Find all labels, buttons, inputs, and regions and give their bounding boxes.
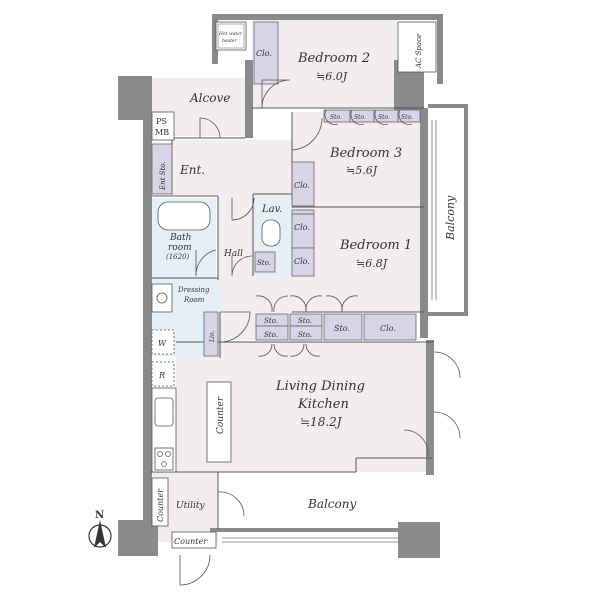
bath-label-2: room — [168, 243, 192, 253]
clo-label: Clo. — [294, 181, 310, 190]
bedroom3-closet — [291, 161, 315, 207]
island-counter — [206, 381, 232, 463]
bathtub — [157, 201, 211, 231]
sto-label: Sto. — [264, 331, 278, 339]
utility-label: Utility — [176, 501, 205, 511]
toilet — [261, 219, 281, 247]
ac-space-label: AC Space — [415, 34, 423, 69]
ac-space-box — [397, 21, 437, 73]
entrance-storage — [151, 143, 173, 195]
sto-label: Sto. — [401, 114, 413, 121]
lavatory-storage — [254, 251, 276, 273]
entry-counter — [171, 531, 217, 549]
compass-north-label: N — [95, 510, 104, 521]
sto-label: Sto. — [298, 331, 312, 339]
kitchen-sink — [154, 397, 174, 427]
clo-label: Clo. — [294, 257, 310, 266]
washer-space — [151, 329, 175, 355]
wash-basin — [151, 283, 173, 313]
clo-label: Clo. — [294, 223, 310, 232]
sto-label: Sto. — [330, 114, 342, 121]
bath-label-3: (1620) — [166, 253, 190, 261]
sto-label: Sto. — [257, 259, 271, 267]
bedroom1-closet-lower — [291, 247, 315, 277]
washer-label: W — [158, 339, 167, 348]
hall-storage-4 — [289, 325, 323, 341]
lavatory-label: Lav. — [261, 204, 282, 215]
sto-label: Sto. — [354, 114, 366, 121]
bedroom2-closet — [253, 21, 279, 85]
bedroom2-label: Bedroom 2 — [297, 51, 370, 66]
sto-label: Sto. — [298, 317, 312, 325]
ent-storage-label: Ent Sto. — [159, 161, 167, 191]
dressing-label-1: Dressing — [177, 286, 210, 294]
hall-label: Hall — [223, 249, 243, 259]
hot-water-heater-box — [215, 21, 247, 51]
fridge-label: R — [158, 371, 165, 380]
bedroom3-label: Bedroom 3 — [329, 146, 402, 161]
sto-label: Sto. — [378, 114, 390, 121]
bedroom3-storage-4 — [397, 109, 421, 123]
entrance-label: Ent. — [179, 163, 205, 177]
hall-storage-5 — [323, 313, 363, 341]
ldk-size: ≒18.2J — [300, 415, 343, 429]
linen-storage — [203, 311, 219, 357]
bedroom2-size: ≒6.0J — [316, 70, 348, 83]
utility-counter — [151, 477, 169, 527]
balcony-south-floor — [220, 472, 432, 530]
bedroom1-label: Bedroom 1 — [339, 238, 412, 253]
bedroom3-size: ≒5.6J — [346, 164, 378, 177]
hot-water-label-2: heater — [222, 38, 238, 44]
bath-label-1: Bath — [169, 233, 191, 243]
compass-icon: N — [88, 510, 112, 548]
bedroom1-closet-south — [363, 313, 417, 341]
clo-label: Clo. — [256, 49, 272, 58]
fridge-space — [151, 361, 175, 387]
entrance-floor — [172, 140, 220, 195]
mb-label: MB — [155, 128, 169, 137]
clo-label: Clo. — [380, 324, 396, 333]
sto-label: Sto. — [264, 317, 278, 325]
balcony-east-label: Balcony — [444, 195, 457, 241]
entry-counter-label: Counter — [174, 537, 208, 546]
lin-label: Lin. — [209, 330, 216, 343]
exterior-walls — [118, 14, 468, 558]
interior-walls — [150, 107, 434, 543]
hall-storage-2 — [255, 325, 289, 341]
ps-label: PS — [156, 117, 167, 126]
balcony-south-label: Balcony — [307, 497, 356, 511]
ldk-label-line2: Kitchen — [297, 397, 349, 412]
sto-label: Sto. — [334, 324, 350, 333]
bedroom1-size: ≒6.8J — [356, 257, 388, 270]
stove — [154, 447, 174, 471]
kitchen-counter — [151, 387, 177, 473]
alcove-label: Alcove — [189, 91, 230, 105]
hot-water-label-1: Hot water — [218, 31, 243, 37]
island-counter-label: Counter — [216, 396, 226, 434]
ps-mb-box — [151, 111, 175, 141]
utility-counter-label: Counter — [156, 488, 165, 522]
ldk-label-line1: Living Dining — [275, 379, 365, 394]
dressing-label-2: Room — [183, 296, 205, 304]
doors — [179, 79, 461, 586]
